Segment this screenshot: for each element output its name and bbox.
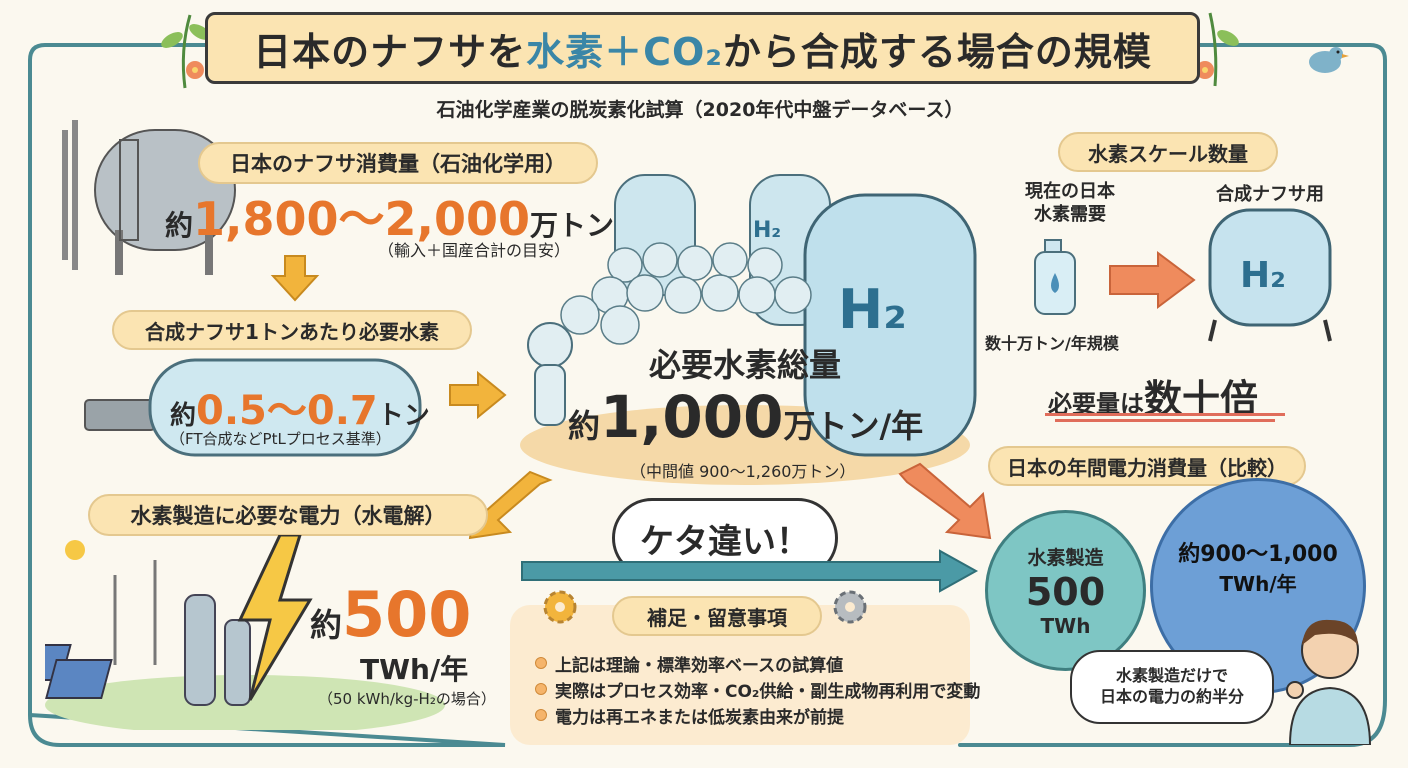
power-value-row: 約 500 <box>310 578 471 651</box>
per-ton-note: （FT合成などPtLプロセス基準） <box>170 430 391 448</box>
per-ton-value: 0.5～0.7 <box>196 388 378 434</box>
gear-icon <box>543 590 577 624</box>
big-tank-label: H₂ <box>838 278 907 341</box>
note-item: 上記は理論・標準効率ベースの試算値 <box>535 650 980 676</box>
total-note: （中間値 900～1,260万トン） <box>630 462 856 481</box>
notes-list: 上記は理論・標準効率ベースの試算値 実際はプロセス効率・CO₂供給・副生成物再利… <box>535 650 980 728</box>
japan-circle-unit: TWh/年 <box>1219 571 1297 596</box>
scale-current-note: 数十万トン/年規模 <box>985 334 1119 353</box>
japan-circle-value: 約900～1,000 <box>1178 541 1338 567</box>
gear-icon-right <box>833 590 867 624</box>
arrow-scale-icon <box>1109 251 1196 309</box>
total-value: 1,000 <box>600 383 784 451</box>
hydrogen-power-circle: 水素製造 500 TWh <box>985 510 1146 671</box>
renewable-energy-illustration <box>45 535 445 730</box>
total-prefix: 約 <box>568 407 601 445</box>
per-ton-prefix: 約 <box>170 401 197 431</box>
note-text: 実際はプロセス効率・CO₂供給・副生成物再利用で変動 <box>555 681 981 702</box>
speech-bubble: 水素製造だけで 日本の電力の約半分 <box>1070 650 1274 724</box>
underline-decoration-2 <box>1055 419 1275 422</box>
title-part-2: から合成する場合の規模 <box>722 29 1152 74</box>
total-unit: 万トン/年 <box>783 407 924 445</box>
scale-label: 水素スケール数量 <box>1058 132 1278 172</box>
title-part-1: 日本のナフサを <box>253 29 527 74</box>
note-item: 実際はプロセス効率・CO₂供給・副生成物再利用で変動 <box>535 676 980 702</box>
power-note: （50 kWh/kg-H₂の場合） <box>318 690 496 708</box>
leaf-flower-icon <box>161 14 211 89</box>
power-value: 500 <box>342 578 472 651</box>
power-prefix: 約 <box>310 606 343 644</box>
power-unit: TWh/年 <box>360 653 469 686</box>
underline-decoration <box>1045 413 1285 416</box>
naphtha-value: 1,800～2,000 <box>193 192 531 246</box>
bird-icon <box>1309 47 1349 73</box>
scale-future-label: 合成ナフサ用 <box>1216 184 1324 205</box>
note-text: 電力は再エネまたは低炭素由来が前提 <box>555 707 844 728</box>
power-label: 水素製造に必要な電力（水電解） <box>88 494 488 536</box>
note-text: 上記は理論・標準効率ベースの試算値 <box>555 655 844 676</box>
naphtha-prefix: 約 <box>165 209 194 242</box>
arrow-right-icon <box>449 370 507 420</box>
total-value-row: 約 1,000 万トン/年 <box>568 383 923 451</box>
bullet-icon <box>535 657 547 669</box>
bullet-icon <box>535 683 547 695</box>
hydrogen-circle-value: 500 <box>1025 570 1106 614</box>
per-ton-label: 合成ナフサ1トンあたり必要水素 <box>112 310 472 350</box>
scale-tank-label: H₂ <box>1240 255 1286 296</box>
per-ton-value-row: 約 0.5～0.7 トン <box>170 378 430 436</box>
arrow-down-left-icon <box>468 470 553 540</box>
cylinder-tank-icon <box>84 358 422 457</box>
per-ton-unit: トン <box>377 401 430 431</box>
bullet-icon <box>535 709 547 721</box>
naphtha-label: 日本のナフサ消費量（石油化学用） <box>198 142 598 184</box>
page-subtitle: 石油化学産業の脱炭素化試算（2020年代中盤データベース） <box>436 99 964 121</box>
total-label: 必要水素総量 <box>648 346 841 384</box>
person-icon <box>1286 619 1372 745</box>
note-item: 電力は再エネまたは低炭素由来が前提 <box>535 702 980 728</box>
naphtha-value-row: 約 1,800～2,000 万トン/年 <box>165 183 652 249</box>
water-jug-icon <box>1034 239 1076 315</box>
arrow-down-icon <box>270 255 320 302</box>
notes-title: 補足・留意事項 <box>612 596 822 636</box>
hydrogen-circle-unit: TWh <box>1040 614 1091 638</box>
arrow-down-right-icon <box>898 462 992 540</box>
naphtha-note: （輸入＋国産合計の目安） <box>378 241 571 260</box>
title-part-highlight: 水素＋CO₂ <box>526 29 723 74</box>
arrow-long-right-icon <box>521 549 979 593</box>
leaf-flower-icon-right <box>1196 12 1239 87</box>
hydrogen-tanks-crowd-illustration <box>520 174 977 485</box>
small-tank-label: H₂ <box>753 218 782 243</box>
scale-current-label: 現在の日本 水素需要 <box>1025 181 1115 226</box>
hydrogen-tank-icon <box>1208 208 1332 342</box>
hydrogen-circle-title: 水素製造 <box>1027 547 1104 569</box>
